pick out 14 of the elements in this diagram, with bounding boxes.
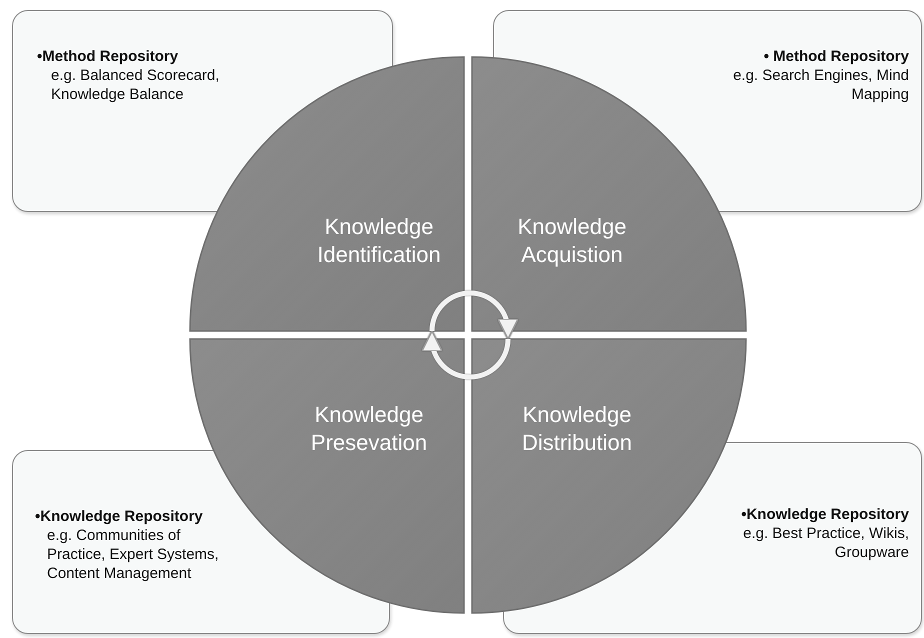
cycle-arrow [422,330,510,380]
repository-heading: •Method Repository [37,47,178,66]
examples-text: e.g. Search Engines, Mind Mapping [732,66,909,104]
phase-label: Knowledge Presevation [310,401,428,457]
examples-text: e.g. Best Practice, Wikis, Groupware [742,524,909,562]
repository-heading: •Knowledge Repository [741,505,909,524]
phase-label: Knowledge Acquistion [516,213,628,269]
repository-heading: •Knowledge Repository [35,507,203,526]
phase-label: Knowledge Identification [316,213,442,269]
cycle-arrow [430,290,518,340]
phase-label: Knowledge Distribution [520,401,634,457]
repository-heading: • Method Repository [764,47,909,66]
examples-text: e.g. Balanced Scorecard, Knowledge Balance [50,66,220,104]
examples-text: e.g. Communities of Practice, Expert Systems, Content Management [46,526,220,583]
